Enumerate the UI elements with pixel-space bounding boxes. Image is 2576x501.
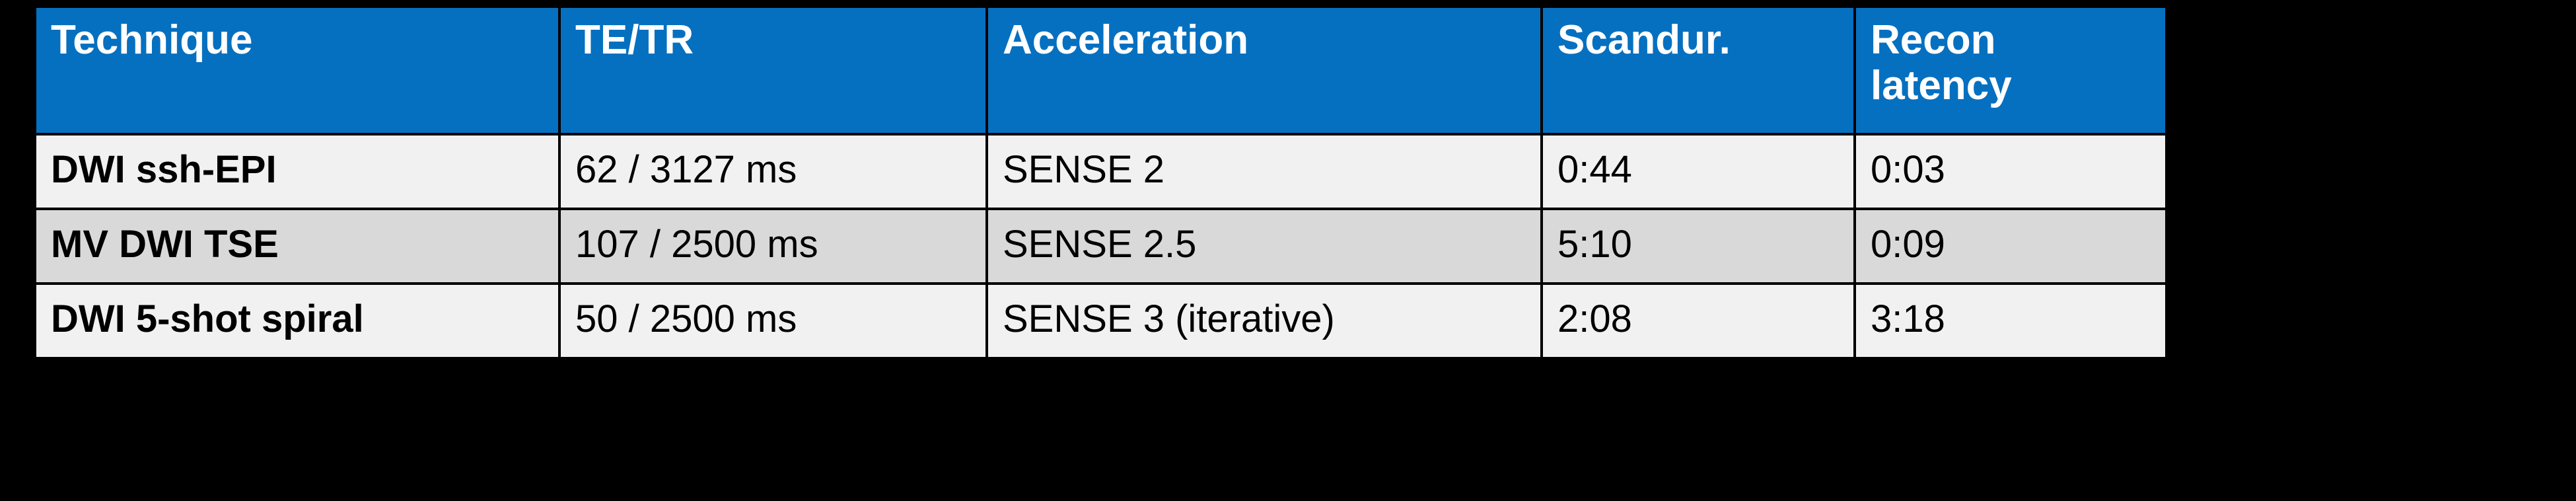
cell-tetr: 107 / 2500 ms <box>558 208 988 285</box>
cell-acceleration: SENSE 3 (iterative) <box>985 282 1543 360</box>
cell-technique: DWI 5-shot spiral <box>34 282 561 360</box>
column-header-scandur: Scandur. <box>1540 5 1856 135</box>
cell-tetr: 62 / 3127 ms <box>558 133 988 210</box>
table-body: DWI ssh-EPI 62 / 3127 ms SENSE 2 0:44 0:… <box>34 133 2168 360</box>
technique-comparison-table: Technique TE/TR Acceleration Scandur. Re… <box>34 5 2168 360</box>
cell-scandur: 5:10 <box>1540 208 1856 285</box>
cell-recon-latency: 0:03 <box>1853 133 2168 210</box>
table-row: DWI ssh-EPI 62 / 3127 ms SENSE 2 0:44 0:… <box>34 133 2168 210</box>
table-row: DWI 5-shot spiral 50 / 2500 ms SENSE 3 (… <box>34 282 2168 360</box>
comparison-table-container: Technique TE/TR Acceleration Scandur. Re… <box>34 5 2168 360</box>
cell-tetr: 50 / 2500 ms <box>558 282 988 360</box>
cell-technique: DWI ssh-EPI <box>34 133 561 210</box>
table-row: MV DWI TSE 107 / 2500 ms SENSE 2.5 5:10 … <box>34 208 2168 285</box>
table-header-row: Technique TE/TR Acceleration Scandur. Re… <box>34 5 2168 135</box>
cell-recon-latency: 0:09 <box>1853 208 2168 285</box>
cell-recon-latency: 3:18 <box>1853 282 2168 360</box>
column-header-acceleration: Acceleration <box>985 5 1543 135</box>
cell-scandur: 2:08 <box>1540 282 1856 360</box>
column-header-tetr: TE/TR <box>558 5 988 135</box>
cell-acceleration: SENSE 2.5 <box>985 208 1543 285</box>
cell-scandur: 0:44 <box>1540 133 1856 210</box>
cell-technique: MV DWI TSE <box>34 208 561 285</box>
table-header: Technique TE/TR Acceleration Scandur. Re… <box>34 5 2168 135</box>
column-header-technique: Technique <box>34 5 561 135</box>
cell-acceleration: SENSE 2 <box>985 133 1543 210</box>
column-header-recon-latency: Recon latency <box>1853 5 2168 135</box>
